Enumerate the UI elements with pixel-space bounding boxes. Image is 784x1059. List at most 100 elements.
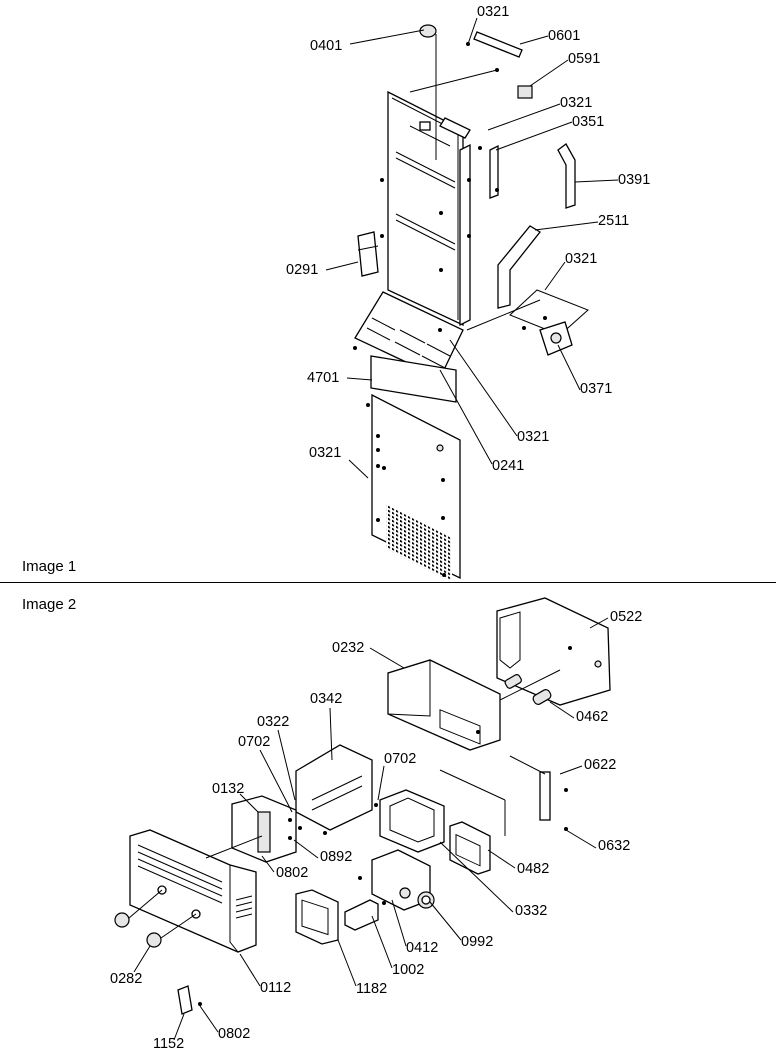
front-cover-grille (137, 844, 253, 919)
panel-screws (353, 178, 471, 350)
strap-0351 (489, 144, 499, 199)
callout-label-1002: 1002 (392, 962, 424, 978)
leader-line (377, 765, 385, 801)
callout-label-0702: 0702 (238, 734, 270, 750)
image-2-drawing (114, 597, 611, 1015)
bracket-0522 (496, 597, 611, 706)
callout-label-0391: 0391 (618, 172, 650, 188)
callout-label-0622: 0622 (584, 757, 616, 773)
callout-label-0702: 0702 (384, 751, 416, 767)
leader-line (549, 701, 575, 719)
leader-line (346, 377, 373, 381)
lever-1002 (344, 899, 379, 931)
leader-line (534, 221, 599, 231)
leader-line (391, 899, 407, 947)
callout-label-0321: 0321 (477, 4, 509, 20)
callout-label-0522: 0522 (610, 609, 642, 625)
duct-0391 (557, 143, 576, 209)
callout-label-0601: 0601 (548, 28, 580, 44)
leader-line (348, 459, 369, 479)
shelf-louvers (366, 317, 451, 369)
leader-line (293, 839, 319, 859)
callout-label-0232: 0232 (332, 640, 364, 656)
callout-label-0342: 0342 (310, 691, 342, 707)
leader-line (574, 179, 619, 183)
leader-line (557, 344, 581, 391)
leader-line (277, 729, 296, 801)
housing-0232 (387, 659, 501, 751)
leader-line (495, 121, 573, 151)
front-cover-0112 (129, 829, 257, 953)
leader-line (325, 261, 359, 271)
button-cap (419, 24, 437, 38)
leader-line (544, 261, 566, 291)
callout-label-0291: 0291 (286, 262, 318, 278)
leader-line (529, 59, 569, 87)
callout-label-0462: 0462 (576, 709, 608, 725)
bracket-1152 (177, 985, 193, 1015)
top-bracket (439, 117, 471, 139)
callout-label-0321: 0321 (565, 251, 597, 267)
knobs-0282 (114, 889, 197, 948)
strip-4701 (370, 355, 457, 403)
callout-label-1182: 1182 (356, 981, 387, 997)
leader-line (439, 841, 514, 913)
callout-label-0892: 0892 (320, 849, 352, 865)
leader-line (133, 945, 151, 973)
bracket-0291 (357, 231, 379, 277)
leader-line (173, 1013, 185, 1041)
upper-rear-panel (387, 90, 464, 327)
callout-label-0321: 0321 (517, 429, 549, 445)
side-rail (459, 143, 471, 327)
callout-labels: 0401 0321 0601 0591 0321 0351 0391 2511 0291 0321… (110, 4, 650, 1052)
callout-label-0482: 0482 (517, 861, 549, 877)
callout-label-0132: 0132 (212, 781, 244, 797)
callout-label-0802: 0802 (218, 1026, 250, 1042)
leader-line (337, 939, 357, 987)
leader-line (239, 953, 261, 987)
image-1-drawing (353, 24, 589, 583)
leader-line (559, 765, 583, 775)
leader-line (467, 17, 478, 45)
callout-label-0322: 0322 (257, 714, 289, 730)
leader-line (487, 849, 516, 869)
block-0591 (517, 85, 533, 99)
bracket-0342 (295, 744, 373, 831)
lower-panel-screws (366, 403, 446, 577)
cup-0332 (379, 789, 445, 853)
lower-panel-grille (386, 504, 452, 583)
panel-slots (395, 121, 456, 251)
spacer-0462 (499, 669, 561, 705)
callout-label-0401: 0401 (310, 38, 342, 54)
callout-label-0332: 0332 (515, 903, 547, 919)
callout-label-0112: 0112 (260, 980, 291, 996)
callout-label-0321: 0321 (309, 445, 341, 461)
callout-label-0412: 0412 (406, 940, 438, 956)
callout-label-0591: 0591 (568, 51, 600, 67)
callout-label-0241: 0241 (492, 458, 524, 474)
leader-line (449, 339, 518, 437)
callout-label-0351: 0351 (572, 114, 604, 130)
leader-line (565, 829, 597, 849)
callout-label-4701: 4701 (307, 370, 339, 386)
leader-line (261, 855, 275, 873)
callout-label-0282: 0282 (110, 971, 142, 987)
callout-label-0802: 0802 (276, 865, 308, 881)
strip-0622 (539, 771, 551, 821)
leader-line (329, 707, 333, 761)
leader-line (519, 35, 549, 45)
leader-line (439, 369, 493, 465)
bracket-0601 (473, 31, 523, 58)
callout-label-0321: 0321 (560, 95, 592, 111)
callout-label-0371: 0371 (580, 381, 612, 397)
leader-lines (133, 17, 619, 1041)
leader-line (487, 103, 561, 131)
callout-label-1152: 1152 (153, 1036, 184, 1052)
callout-label-2511: 2511 (598, 213, 629, 229)
duct-2511 (497, 225, 541, 309)
leader-line (369, 647, 405, 669)
callout-label-0992: 0992 (461, 934, 493, 950)
leader-line (371, 915, 393, 969)
image-2-caption: Image 2 (22, 596, 77, 613)
